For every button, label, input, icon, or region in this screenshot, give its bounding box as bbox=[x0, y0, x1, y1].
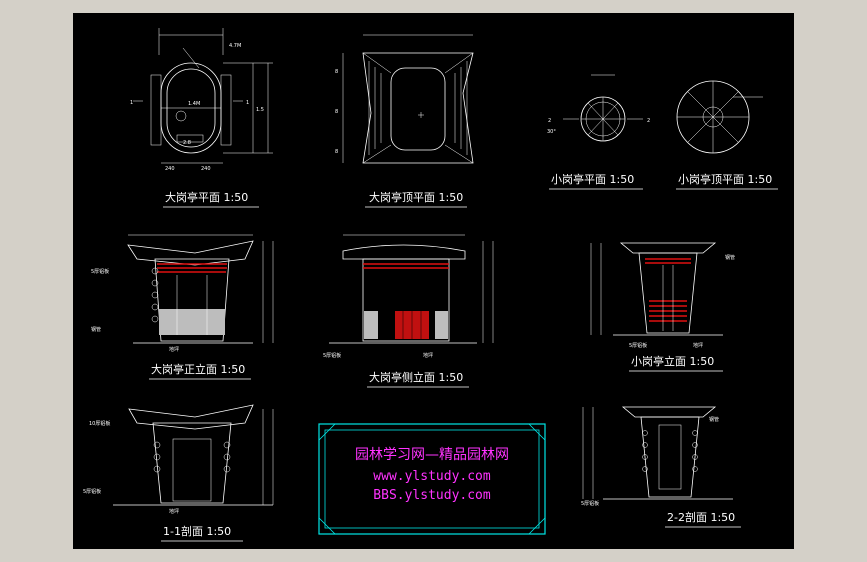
section-1-title: 1-1剖面 1:50 bbox=[163, 524, 231, 538]
svg-text:地坪: 地坪 bbox=[693, 342, 703, 349]
svg-text:30°: 30° bbox=[547, 129, 556, 135]
watermark-url-1: www.ylstudy.com bbox=[373, 469, 491, 484]
big-plan-title: 大岗亭平面 1:50 bbox=[165, 190, 248, 204]
svg-text:4.7M: 4.7M bbox=[229, 43, 241, 49]
svg-text:钢管: 钢管 bbox=[709, 416, 719, 423]
big-side-elevation-drawing: 5厚铝板 地坪 bbox=[323, 234, 494, 359]
section-2-drawing: 钢管 5厚铝板 bbox=[581, 406, 733, 507]
big-front-elevation-title: 大岗亭正立面 1:50 bbox=[151, 362, 245, 376]
svg-text:1: 1 bbox=[246, 100, 249, 106]
svg-text:2.8: 2.8 bbox=[183, 140, 191, 146]
svg-text:5厚铝板: 5厚铝板 bbox=[581, 500, 599, 507]
small-elevation-drawing: 钢管 5厚铝板 地坪 bbox=[590, 242, 735, 349]
svg-text:8: 8 bbox=[335, 149, 338, 155]
svg-text:钢管: 钢管 bbox=[91, 326, 101, 333]
big-roof-plan-drawing: 8 8 8 bbox=[335, 34, 474, 164]
big-roof-plan-title: 大岗亭顶平面 1:50 bbox=[369, 190, 463, 204]
svg-text:地坪: 地坪 bbox=[169, 346, 179, 353]
svg-text:地坪: 地坪 bbox=[169, 508, 179, 515]
svg-text:8: 8 bbox=[335, 109, 338, 115]
svg-text:2: 2 bbox=[647, 118, 650, 124]
watermark-box bbox=[318, 423, 546, 535]
svg-text:2: 2 bbox=[548, 118, 551, 124]
section-1-drawing: 10厚铝板 5厚铝板 地坪 bbox=[83, 404, 274, 515]
small-plan-title: 小岗亭平面 1:50 bbox=[551, 172, 634, 186]
svg-text:5厚铝板: 5厚铝板 bbox=[83, 488, 101, 495]
svg-text:5厚铝板: 5厚铝板 bbox=[91, 268, 109, 275]
svg-text:钢管: 钢管 bbox=[725, 254, 735, 261]
svg-text:240: 240 bbox=[165, 166, 175, 172]
svg-text:地坪: 地坪 bbox=[423, 352, 433, 359]
svg-text:1: 1 bbox=[130, 100, 133, 106]
watermark-title: 园林学习网—精品园林网 bbox=[355, 447, 509, 463]
small-plan-drawing: 2 2 30° bbox=[547, 74, 650, 142]
section-2-title: 2-2剖面 1:50 bbox=[667, 510, 735, 524]
big-front-elevation-drawing: 5厚铝板 钢管 地坪 bbox=[91, 234, 274, 353]
big-plan-drawing: 4.7M 1.4M 2.8 1.5 240 240 1 1 bbox=[130, 28, 273, 172]
svg-text:1.4M: 1.4M bbox=[188, 101, 200, 107]
svg-text:8: 8 bbox=[335, 69, 338, 75]
cad-drawing: 4.7M 1.4M 2.8 1.5 240 240 1 1 大岗亭平面 1:50… bbox=[83, 28, 778, 542]
big-side-elevation-title: 大岗亭侧立面 1:50 bbox=[369, 370, 463, 384]
svg-text:240: 240 bbox=[201, 166, 211, 172]
watermark-url-2: BBS.ylstudy.com bbox=[373, 488, 491, 503]
svg-text:5厚铝板: 5厚铝板 bbox=[323, 352, 341, 359]
cad-canvas: 4.7M 1.4M 2.8 1.5 240 240 1 1 大岗亭平面 1:50… bbox=[73, 13, 794, 549]
svg-text:10厚铝板: 10厚铝板 bbox=[89, 420, 110, 427]
svg-text:5厚铝板: 5厚铝板 bbox=[629, 342, 647, 349]
small-roof-plan-drawing bbox=[676, 80, 763, 154]
small-elevation-title: 小岗亭立面 1:50 bbox=[631, 354, 714, 368]
svg-text:1.5: 1.5 bbox=[256, 107, 264, 113]
small-roof-plan-title: 小岗亭顶平面 1:50 bbox=[678, 172, 772, 186]
